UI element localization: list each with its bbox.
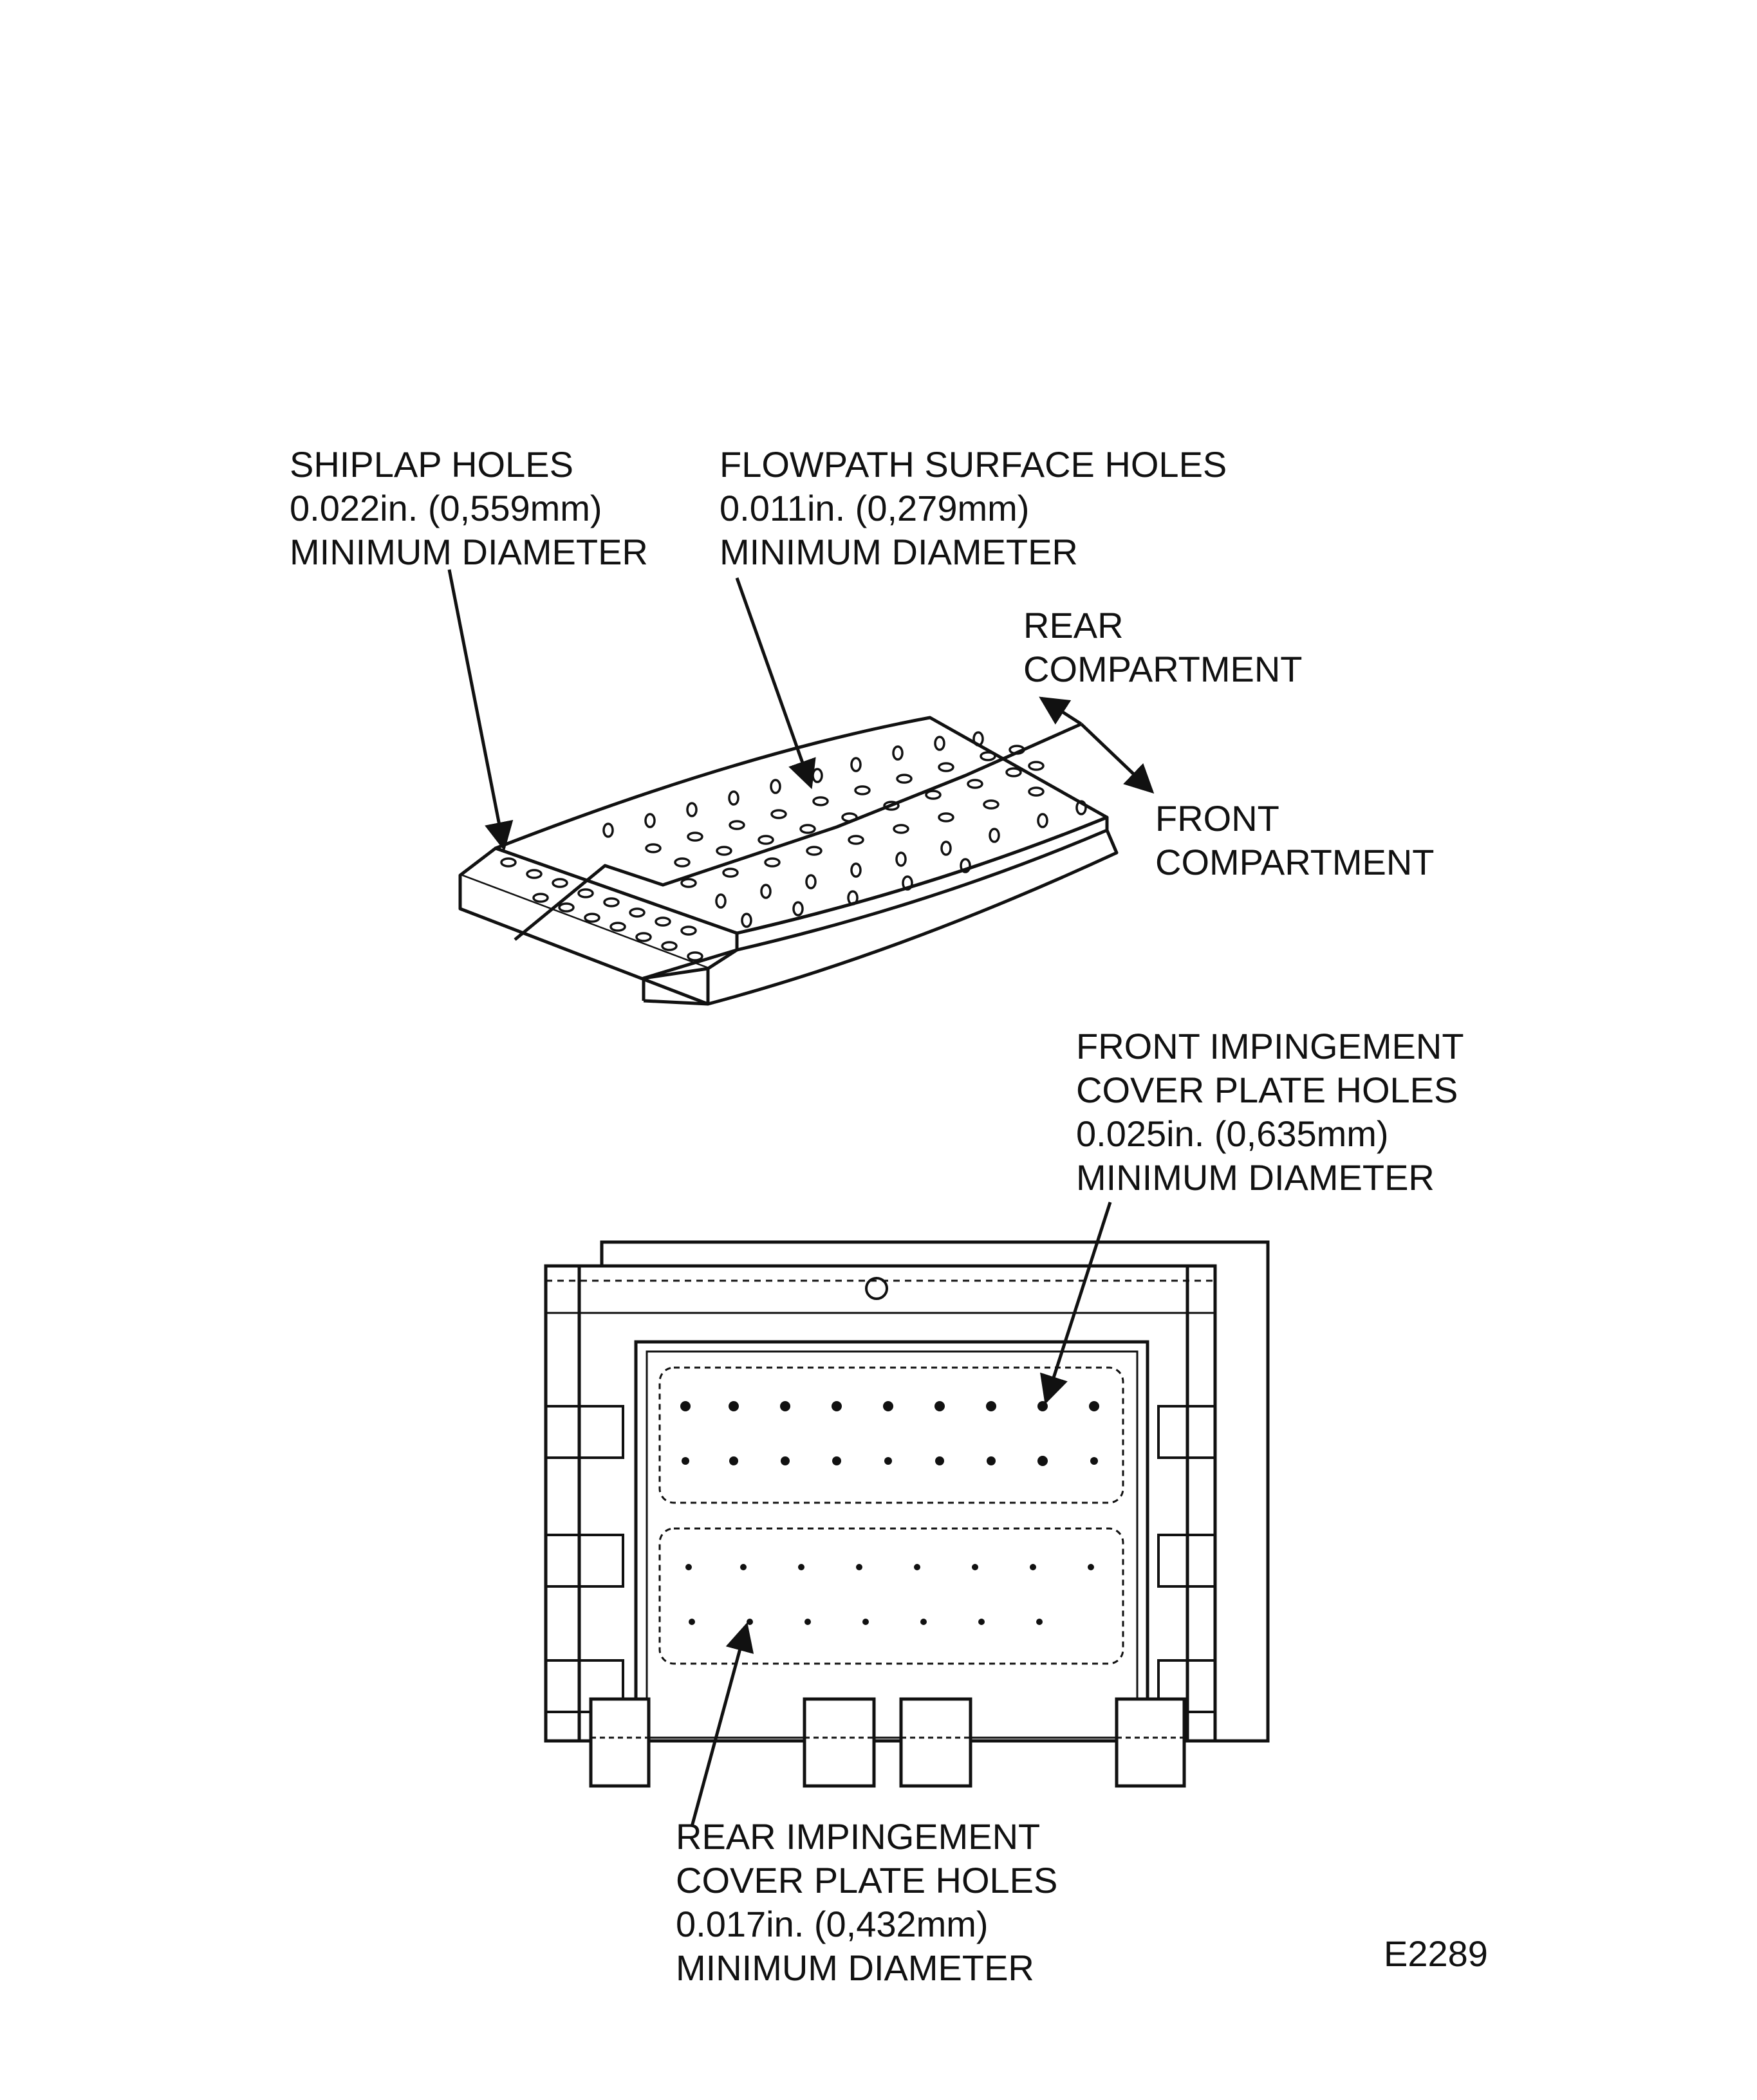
compartment-arrow-front <box>1080 723 1155 794</box>
rear-hole-region <box>658 1527 1124 1665</box>
cover-plate <box>544 1240 1270 1788</box>
front-impingement-leader <box>1040 1202 1112 1405</box>
shiplap-holes-label: SHIPLAP HOLES 0.022in. (0,559mm) MINIMUM… <box>290 444 648 572</box>
front-compartment-label: FRONT COMPARTMENT <box>1155 798 1435 882</box>
shiplap-leader <box>447 569 514 851</box>
flowpath-leader <box>735 577 816 790</box>
rear-impingement-leader <box>690 1622 754 1827</box>
rear-compartment-label: REAR COMPARTMENT <box>1023 605 1303 689</box>
liner-segment <box>458 716 1119 1006</box>
compartment-divider <box>514 722 1083 941</box>
impingement-holes <box>680 1401 1099 1625</box>
compartment-arrow-rear <box>1039 696 1083 726</box>
flowpath-holes-label: FLOWPATH SURFACE HOLES 0.011in. (0,279mm… <box>720 444 1227 572</box>
rear-impingement-label: REAR IMPINGEMENT COVER PLATE HOLES 0.017… <box>676 1816 1058 1988</box>
flowpath-holes <box>602 731 1087 928</box>
shiplap-holes <box>500 857 703 962</box>
front-impingement-label: FRONT IMPINGEMENT COVER PLATE HOLES 0.02… <box>1076 1026 1464 1198</box>
front-hole-region <box>658 1366 1124 1504</box>
figure-id: E2289 <box>1384 1933 1488 1974</box>
